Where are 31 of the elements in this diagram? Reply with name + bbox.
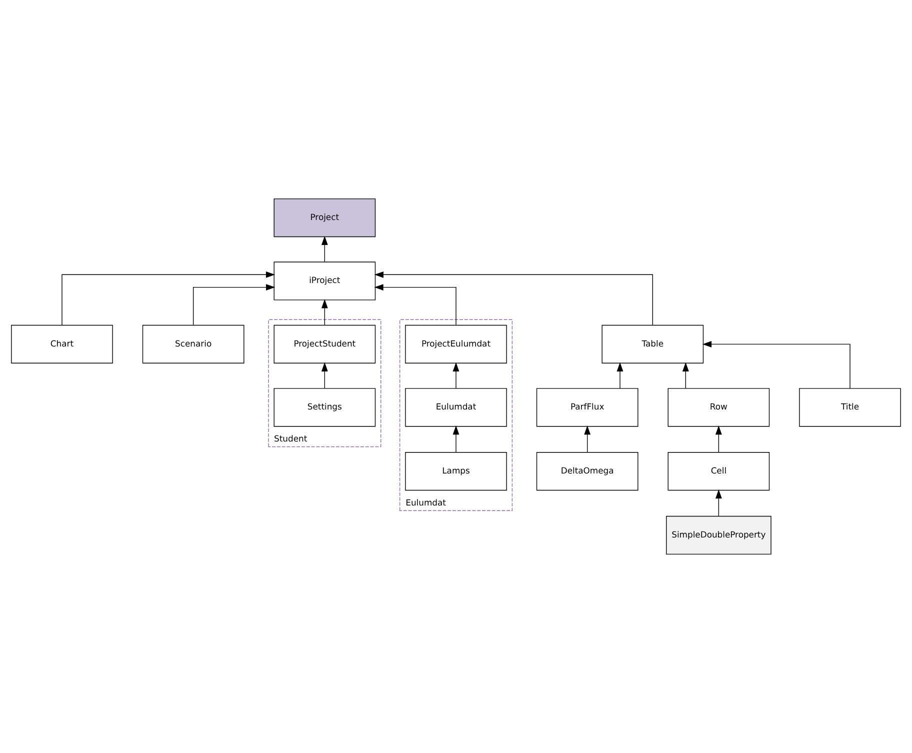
- arrow: [321, 299, 328, 326]
- node-box: Table: [602, 324, 704, 364]
- arrow: [584, 426, 591, 452]
- arrow: [682, 362, 689, 389]
- node-box: Project: [274, 198, 376, 238]
- node-box: Chart: [11, 324, 113, 364]
- node-box: DeltaOmega: [536, 452, 638, 491]
- node-box: ProjectStudent: [274, 324, 376, 364]
- node-box: ProjectEulumdat: [405, 324, 507, 364]
- arrow: [321, 362, 328, 389]
- node-box: Scenario: [142, 324, 244, 364]
- node-box: iProject: [274, 262, 376, 300]
- arrow: [374, 284, 456, 326]
- node-box: SimpleDoubleProperty: [666, 516, 772, 555]
- node-box: Row: [668, 388, 770, 427]
- arrow: [715, 426, 722, 452]
- arrow: [616, 362, 624, 389]
- arrow: [192, 284, 276, 326]
- node-box: Lamps: [405, 452, 507, 491]
- node-box: ParfFlux: [536, 388, 638, 427]
- node-box: Title: [799, 388, 901, 427]
- node-box: Eulumdat: [405, 388, 507, 427]
- arrow: [702, 341, 850, 389]
- arrow: [374, 271, 653, 326]
- arrow: [62, 271, 276, 326]
- arrow: [452, 426, 460, 452]
- node-box: Cell: [668, 452, 770, 491]
- arrow: [321, 236, 328, 262]
- arrow: [452, 362, 460, 389]
- node-box: Settings: [274, 388, 376, 427]
- arrow: [715, 489, 722, 516]
